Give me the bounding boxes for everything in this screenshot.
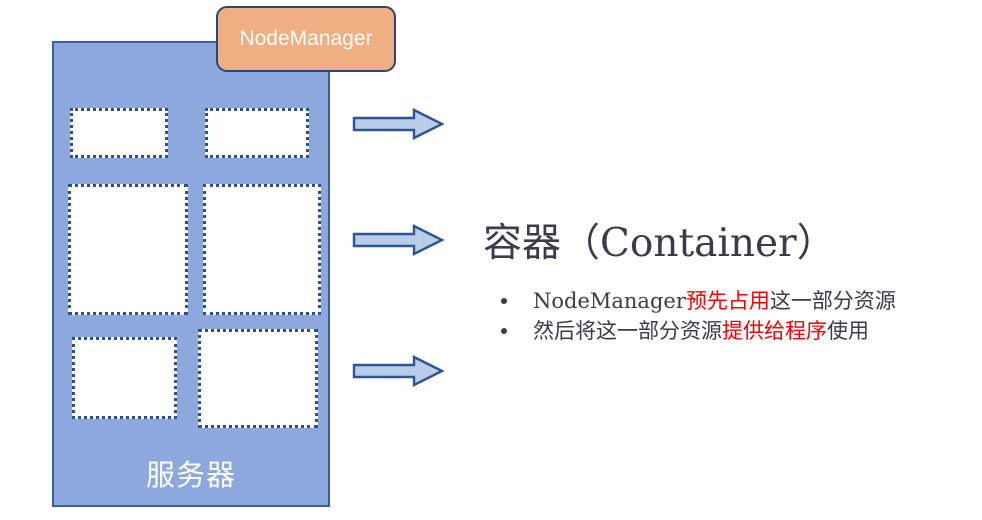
nodemanager-label: NodeManager xyxy=(239,27,373,50)
server-label: 服务器 xyxy=(145,458,236,492)
container-cell-6 xyxy=(198,329,318,428)
bullet-item-1: NodeManager预先占用这一部分资源 xyxy=(495,286,975,316)
container-cell-5 xyxy=(72,337,177,419)
bullet-1-segment-2: 预先占用 xyxy=(685,289,770,313)
flow-arrow-bottom xyxy=(352,354,445,388)
bullet-2-segment-3: 使用 xyxy=(827,319,869,343)
nodemanager-box: NodeManager xyxy=(216,6,396,72)
flow-arrow-middle xyxy=(352,223,445,257)
bullet-list: NodeManager预先占用这一部分资源然后将这一部分资源提供给程序使用 xyxy=(495,286,975,346)
container-cell-1 xyxy=(70,108,168,158)
bullet-2-segment-2: 提供给程序 xyxy=(722,319,827,343)
container-cell-3 xyxy=(68,184,188,315)
bullet-1-segment-3: 这一部分资源 xyxy=(769,289,896,313)
bullet-dot-icon xyxy=(501,328,507,334)
bullet-item-2: 然后将这一部分资源提供给程序使用 xyxy=(495,316,975,346)
bullet-dot-icon xyxy=(501,298,507,304)
container-cell-4 xyxy=(203,184,321,315)
page-title: 容器（Container） xyxy=(483,221,836,266)
bullet-1-segment-1: NodeManager xyxy=(533,289,686,313)
flow-arrow-top xyxy=(352,107,445,141)
bullet-2-segment-1: 然后将这一部分资源 xyxy=(533,319,722,343)
container-cell-2 xyxy=(205,108,309,158)
